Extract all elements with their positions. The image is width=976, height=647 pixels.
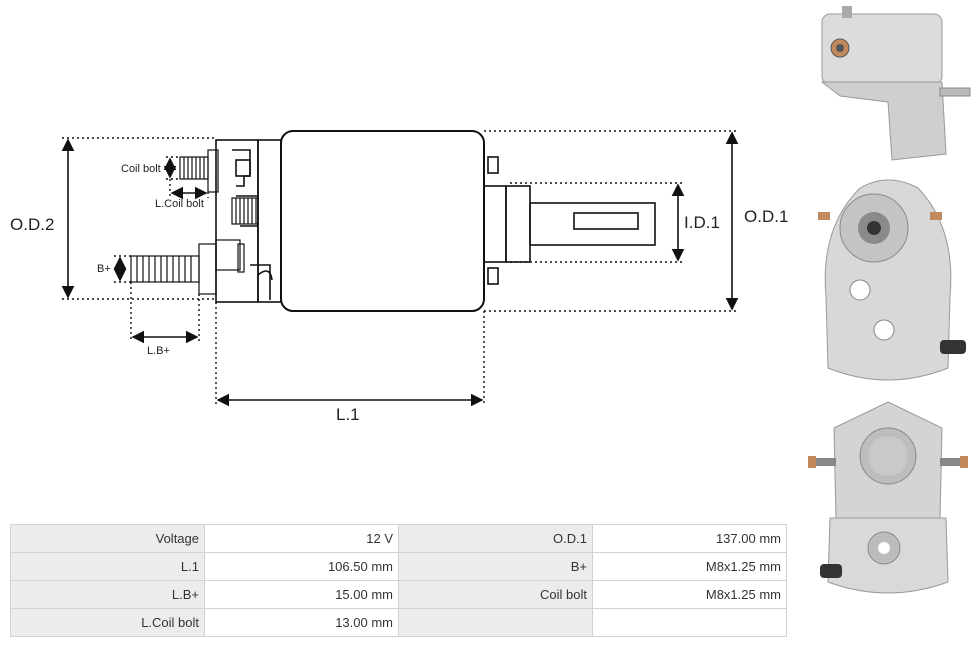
spec-label: O.D.1 bbox=[398, 524, 593, 553]
spec-value: M8x1.25 mm bbox=[592, 552, 787, 581]
table-row: L.1 106.50 mm B+ M8x1.25 mm bbox=[10, 552, 787, 581]
spec-value: 12 V bbox=[204, 524, 399, 553]
spec-label: Coil bolt bbox=[398, 580, 593, 609]
id1-label: I.D.1 bbox=[684, 213, 720, 232]
coil-bolt-label: Coil bolt bbox=[121, 163, 161, 175]
table-row: Voltage 12 V O.D.1 137.00 mm bbox=[10, 524, 787, 553]
spec-value: 106.50 mm bbox=[204, 552, 399, 581]
l1-label: L.1 bbox=[336, 405, 360, 424]
spec-label: B+ bbox=[398, 552, 593, 581]
spec-value: M8x1.25 mm bbox=[592, 580, 787, 609]
inner-thread bbox=[231, 197, 259, 225]
photo-side-view bbox=[820, 6, 971, 161]
spec-value: 15.00 mm bbox=[204, 580, 399, 609]
spec-value bbox=[592, 608, 787, 637]
l-coil-bolt-label: L.Coil bolt bbox=[155, 198, 204, 210]
photo-front-view bbox=[818, 179, 966, 381]
od2-label: O.D.2 bbox=[10, 215, 54, 234]
spec-label: L.B+ bbox=[10, 580, 205, 609]
b-plus-bolt-drawing bbox=[130, 239, 245, 295]
plunger-drawing bbox=[483, 156, 656, 285]
spec-value: 137.00 mm bbox=[592, 524, 787, 553]
table-row: L.Coil bolt 13.00 mm bbox=[10, 608, 787, 637]
dimension-arrows bbox=[61, 131, 739, 407]
spec-value: 13.00 mm bbox=[204, 608, 399, 637]
lb-plus-label: L.B+ bbox=[147, 345, 170, 357]
technical-drawing: O.D.2 O.D.1 I.D.1 L.1 L.B+ B+ Coil bolt … bbox=[10, 130, 788, 424]
spec-table: Voltage 12 V O.D.1 137.00 mm L.1 106.50 … bbox=[10, 524, 787, 637]
spec-label bbox=[398, 608, 593, 637]
coil-bolt-drawing bbox=[179, 149, 219, 193]
spec-label: Voltage bbox=[10, 524, 205, 553]
photo-rear-view bbox=[808, 401, 968, 594]
b-plus-label: B+ bbox=[97, 263, 111, 275]
spec-label: L.Coil bolt bbox=[10, 608, 205, 637]
extension-lines bbox=[62, 130, 738, 405]
table-row: L.B+ 15.00 mm Coil bolt M8x1.25 mm bbox=[10, 580, 787, 609]
solenoid-body bbox=[280, 130, 485, 312]
spec-label: L.1 bbox=[10, 552, 205, 581]
od1-label: O.D.1 bbox=[744, 207, 788, 226]
